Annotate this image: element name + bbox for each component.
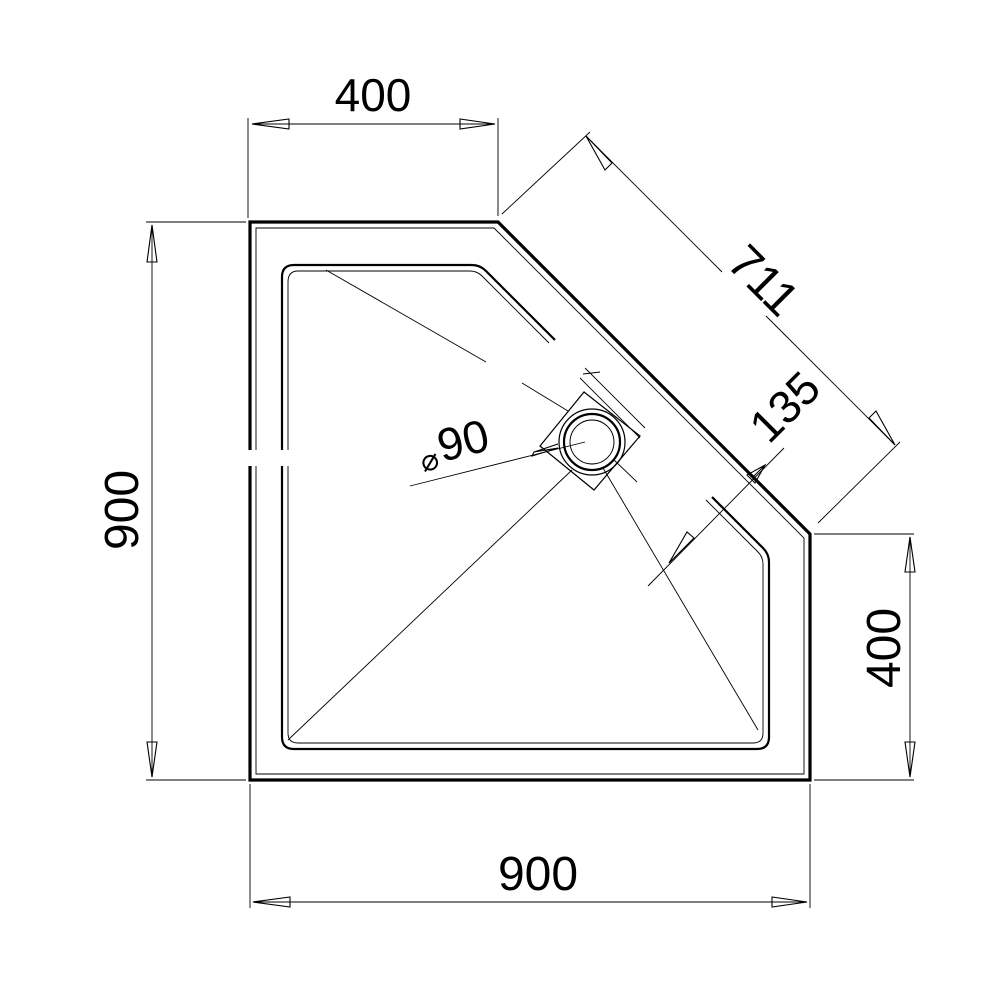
dimension-label-overall-height: 900 <box>96 470 149 550</box>
dimension-diagonal <box>501 131 901 524</box>
dimension-label-drain-offset: 135 <box>739 361 830 452</box>
dimension-waste-diameter: ⌀ 90 <box>417 409 494 479</box>
dimension-label-top-width: 400 <box>335 69 412 121</box>
dimension-overall-height <box>146 221 246 781</box>
dimension-label-right-height: 400 <box>858 608 911 688</box>
dimension-overall-width <box>249 784 811 908</box>
dimension-top-width <box>247 118 499 218</box>
fall-lines <box>287 269 759 741</box>
dimension-label-overall-width: 900 <box>498 848 578 901</box>
waste-outlet <box>539 391 641 491</box>
dimension-label-waste-diameter: 90 <box>432 409 494 472</box>
dimension-drain-offset <box>647 447 785 587</box>
drain-channel <box>579 367 646 439</box>
dimension-right-height <box>814 533 916 781</box>
tray-outline <box>248 220 812 782</box>
tray-basin <box>280 263 771 751</box>
dimension-label-diagonal: 711 <box>717 235 809 327</box>
